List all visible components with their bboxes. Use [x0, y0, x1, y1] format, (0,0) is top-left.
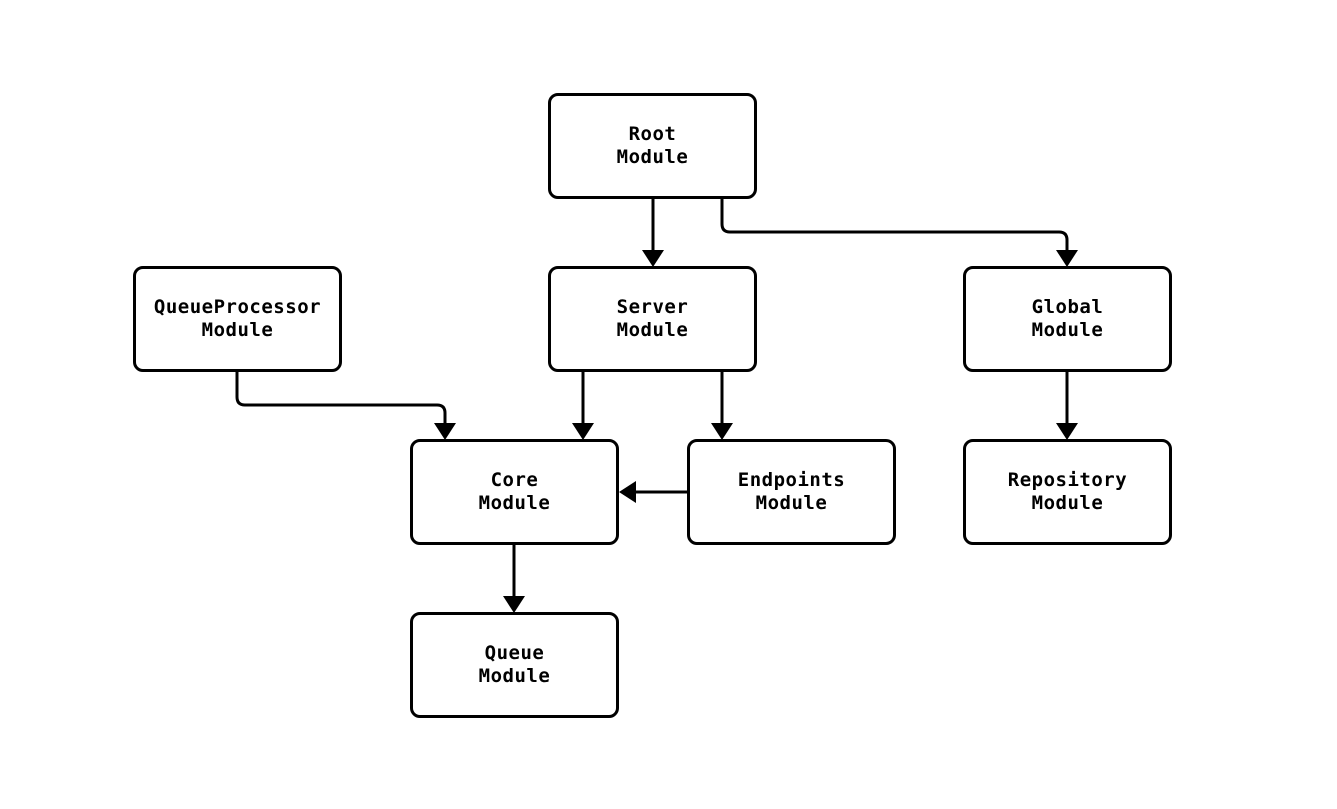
- node-label-line2: Module: [1031, 319, 1104, 341]
- edge-global-to-repository: [1056, 372, 1078, 440]
- node-label-line2: Module: [478, 665, 551, 687]
- node-label-line1: Endpoints: [737, 469, 846, 491]
- edge-server-to-core: [572, 372, 594, 440]
- edge-root-to-server: [642, 199, 664, 267]
- edge-endpoints-to-core: [619, 481, 688, 503]
- node-label-line2: Module: [1031, 492, 1104, 514]
- node-repository-module: Repository Module: [963, 439, 1172, 545]
- node-queue-module: Queue Module: [410, 612, 619, 718]
- node-root-module: Root Module: [548, 93, 757, 199]
- node-global-module: Global Module: [963, 266, 1172, 372]
- edge-server-to-endpoints: [711, 372, 733, 440]
- edge-root-to-global: [720, 199, 1078, 267]
- node-endpoints-module: Endpoints Module: [687, 439, 896, 545]
- node-queueprocessor-module: QueueProcessor Module: [133, 266, 342, 372]
- node-label-line1: Global: [1031, 296, 1104, 318]
- edge-queueprocessor-to-core: [235, 372, 456, 440]
- node-server-module: Server Module: [548, 266, 757, 372]
- node-label-line1: Root: [628, 123, 677, 145]
- node-label-line1: Core: [490, 469, 539, 491]
- node-label-line1: Queue: [484, 642, 545, 664]
- node-label-line2: Module: [616, 319, 689, 341]
- node-core-module: Core Module: [410, 439, 619, 545]
- node-label-line1: Server: [616, 296, 689, 318]
- node-label-line1: Repository: [1007, 469, 1128, 491]
- node-label-line2: Module: [755, 492, 828, 514]
- node-label-line1: QueueProcessor: [153, 296, 322, 318]
- node-label-line2: Module: [201, 319, 274, 341]
- node-label-line2: Module: [478, 492, 551, 514]
- node-label-line2: Module: [616, 146, 689, 168]
- edge-core-to-queue: [503, 545, 525, 613]
